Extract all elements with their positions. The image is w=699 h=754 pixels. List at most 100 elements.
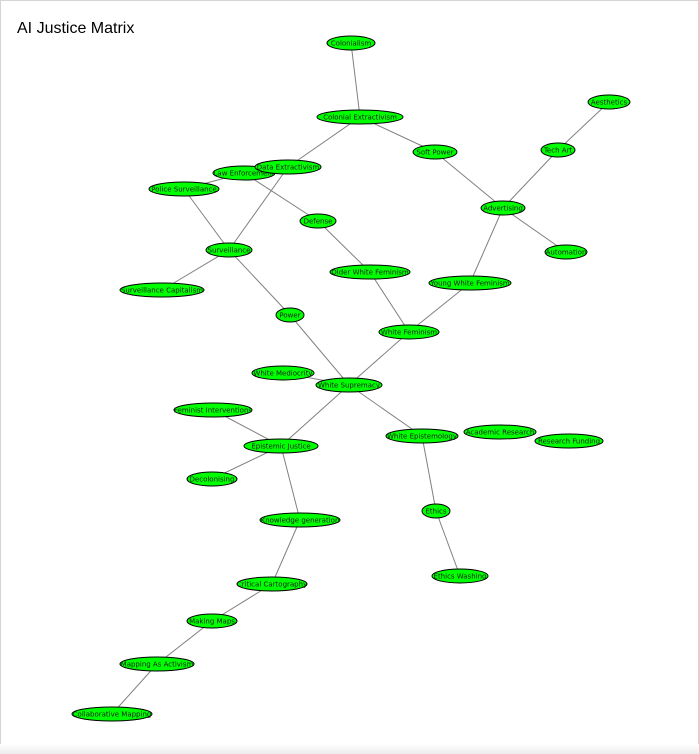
node-ellipse — [251, 365, 315, 381]
node-white-mediocrity[interactable]: White Mediocrity — [251, 365, 315, 381]
node-tech-art[interactable]: Tech Art — [540, 142, 576, 158]
node-label: Automation — [546, 249, 587, 257]
node-surveillance[interactable]: Surveillance — [205, 242, 253, 258]
node-academic-research[interactable]: Academic Research — [463, 424, 537, 440]
node-label: Tech Art — [543, 147, 573, 155]
node-label: Defense — [304, 218, 333, 226]
edge-advertising-to-young-white-feminism — [469, 207, 504, 284]
node-power[interactable]: Power — [275, 307, 305, 323]
node-ellipse — [428, 275, 512, 291]
edge-surveillance-to-power — [228, 249, 291, 316]
node-ellipse — [275, 307, 305, 323]
node-ellipse — [540, 142, 576, 158]
edge-white-epistemology-to-ethics — [421, 435, 437, 512]
node-ellipse — [315, 377, 383, 393]
node-label: Colonialism — [331, 40, 372, 48]
node-label: Research Funding — [538, 438, 600, 446]
node-label: Knowledge generation — [261, 517, 340, 525]
node-label: Academic Research — [466, 429, 535, 437]
node-ellipse — [431, 568, 489, 584]
node-automation[interactable]: Automation — [544, 244, 588, 260]
node-label: Older White Feminism — [331, 269, 409, 277]
node-label: Ethics — [425, 508, 446, 516]
node-ellipse — [205, 242, 253, 258]
node-ellipse — [463, 424, 537, 440]
node-label: Feminist Interventions — [174, 407, 252, 415]
edge-data-extractivism-to-surveillance — [228, 166, 289, 251]
node-label: White Feminism — [381, 329, 437, 337]
node-feminist-interventions[interactable]: Feminist Interventions — [173, 402, 253, 418]
node-critical-cartography[interactable]: Critical Cartography — [236, 576, 308, 592]
node-ellipse — [378, 324, 440, 340]
node-label: Soft Power — [416, 149, 453, 157]
node-label: White Supremacy — [318, 382, 380, 390]
edge-power-to-white-supremacy — [289, 314, 350, 386]
edge-older-white-feminism-to-white-feminism — [369, 271, 410, 333]
node-label: Surveillance — [208, 247, 251, 255]
node-ellipse — [544, 244, 588, 260]
edge-young-white-feminism-to-white-feminism — [408, 282, 471, 333]
node-ellipse — [480, 200, 526, 216]
node-older-white-feminism[interactable]: Older White Feminism — [329, 264, 411, 280]
node-research-funding[interactable]: Research Funding — [534, 433, 604, 449]
node-label: Mapping As Activism — [121, 661, 194, 669]
node-white-feminism[interactable]: White Feminism — [378, 324, 440, 340]
node-police-surveillance[interactable]: Police Surveillance — [148, 181, 220, 197]
edge-knowledge-generation-to-critical-cartography — [271, 519, 301, 585]
node-data-extractivism[interactable]: Data Extractivism — [254, 159, 322, 175]
edge-law-enforcement-to-defense — [243, 172, 319, 222]
edge-advertising-to-automation — [502, 207, 567, 253]
node-ellipse — [259, 512, 341, 528]
node-ellipse — [186, 613, 238, 629]
edge-aesthetics-to-tech-art — [557, 101, 610, 151]
node-white-supremacy[interactable]: White Supremacy — [315, 377, 383, 393]
node-soft-power[interactable]: Soft Power — [412, 144, 458, 160]
node-ellipse — [119, 656, 195, 672]
edge-white-supremacy-to-white-epistemology — [348, 384, 423, 437]
node-young-white-feminism[interactable]: Young White Feminism — [428, 275, 512, 291]
node-label: Epistemic Justice — [251, 443, 310, 451]
node-label: Colonial Extractivism — [323, 114, 397, 122]
edge-epistemic-justice-to-knowledge-generation — [280, 445, 301, 521]
node-label: Decolonising — [190, 476, 235, 484]
node-ellipse — [587, 94, 631, 110]
edge-colonialism-to-colonial-extractivism — [350, 42, 361, 118]
node-ellipse — [534, 433, 604, 449]
edge-white-supremacy-to-epistemic-justice — [280, 384, 350, 447]
node-label: Law Enforcement — [214, 170, 275, 178]
node-ethics-washing[interactable]: Ethics Washing — [431, 568, 489, 584]
node-ellipse — [71, 706, 153, 722]
edge-defense-to-older-white-feminism — [317, 220, 371, 273]
node-colonialism[interactable]: Colonialism — [326, 35, 376, 51]
edge-mapping-as-activism-to-collaborative-mapping — [111, 663, 158, 715]
node-label: Surveillance Capitalism — [121, 287, 203, 295]
node-advertising[interactable]: Advertising — [480, 200, 526, 216]
node-decolonising[interactable]: Decolonising — [186, 471, 238, 487]
node-ellipse — [412, 144, 458, 160]
node-defense[interactable]: Defense — [299, 213, 337, 229]
node-ellipse — [236, 576, 308, 592]
node-label: Power — [279, 312, 300, 320]
node-label: Data Extractivism — [257, 164, 320, 172]
node-collaborative-mapping[interactable]: Collaborative Mapping — [71, 706, 153, 722]
node-ellipse — [186, 471, 238, 487]
node-epistemic-justice[interactable]: Epistemic Justice — [243, 438, 319, 454]
node-ellipse — [243, 438, 319, 454]
node-white-epistemology[interactable]: White Epistemology — [385, 428, 459, 444]
node-colonial-extractivism[interactable]: Colonial Extractivism — [316, 109, 404, 125]
node-making-maps[interactable]: Making Maps — [186, 613, 238, 629]
node-label: Aesthetics — [591, 99, 628, 107]
node-ethics[interactable]: Ethics — [421, 503, 451, 519]
node-aesthetics[interactable]: Aesthetics — [587, 94, 631, 110]
node-ellipse — [173, 402, 253, 418]
bottom-shade — [0, 744, 699, 754]
node-label: Making Maps — [189, 618, 235, 626]
node-mapping-as-activism[interactable]: Mapping As Activism — [119, 656, 195, 672]
node-knowledge-generation[interactable]: Knowledge generation — [259, 512, 341, 528]
node-surveillance-capitalism[interactable]: Surveillance Capitalism — [119, 282, 205, 298]
node-ellipse — [148, 181, 220, 197]
node-label: Police Surveillance — [151, 186, 216, 194]
node-ellipse — [299, 213, 337, 229]
node-ellipse — [326, 35, 376, 51]
